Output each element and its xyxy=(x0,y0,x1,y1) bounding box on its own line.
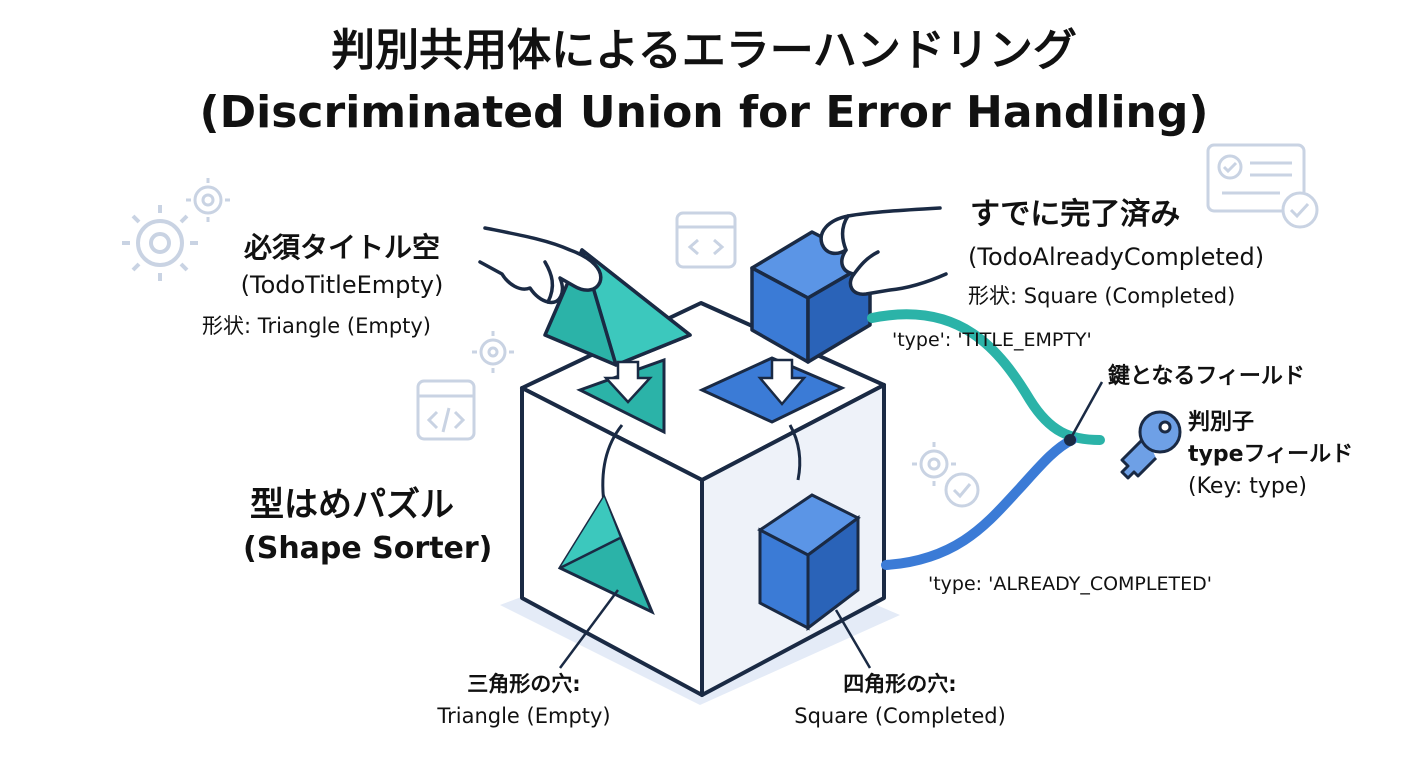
check-circle-icon xyxy=(944,472,980,508)
gear-icon xyxy=(472,331,514,373)
triangle-hole-label-en: Triangle (Empty) xyxy=(437,704,611,728)
code-window-icon xyxy=(675,211,737,269)
gear-icon xyxy=(122,205,198,281)
discriminator-jp: 判別子 xyxy=(1188,410,1255,435)
right-label-shape: 形状: Square (Completed) xyxy=(968,284,1236,308)
blue-connector xyxy=(881,435,1077,570)
sorter-label-jp: 型はめパズル xyxy=(250,485,454,525)
square-shape-face xyxy=(757,493,861,632)
right-label-jp: すでに完了済み xyxy=(970,197,1181,232)
title-line-2: (Discriminated Union for Error Handling) xyxy=(199,87,1209,138)
type-already-completed: 'type: 'ALREADY_COMPLETED' xyxy=(928,573,1212,595)
arrow-right xyxy=(757,358,807,406)
square-hole-label-jp: 四角形の穴: xyxy=(843,672,957,696)
hand-icon xyxy=(819,206,948,296)
discriminator-field: typeフィールド xyxy=(1188,442,1354,467)
discriminator-key: (Key: type) xyxy=(1188,474,1308,499)
checklist-icon xyxy=(1206,143,1319,229)
title-line-1: 判別共用体によるエラーハンドリング xyxy=(331,25,1077,76)
code-window-icon xyxy=(416,379,476,441)
key-icon xyxy=(1120,410,1182,480)
sorter-label-en: (Shape Sorter) xyxy=(243,531,493,566)
triangle-prism-piece xyxy=(543,248,692,367)
gear-icon xyxy=(912,442,956,486)
right-label-en: (TodoAlreadyCompleted) xyxy=(968,243,1265,271)
arrow-left xyxy=(603,360,653,404)
hand-icon xyxy=(478,226,603,305)
left-label-jp: 必須タイトル空 xyxy=(243,231,440,264)
key-field-label: 鍵となるフィールド xyxy=(1108,364,1305,389)
left-label-en: (TodoTitleEmpty) xyxy=(240,271,444,299)
triangle-shape-face xyxy=(557,493,655,616)
square-hole-label-en: Square (Completed) xyxy=(794,704,1006,728)
gear-icon xyxy=(186,178,230,222)
left-label-shape: 形状: Triangle (Empty) xyxy=(202,314,432,338)
type-title-empty: 'type': 'TITLE_EMPTY' xyxy=(892,329,1092,351)
connector-junction xyxy=(1064,434,1076,446)
triangle-hole-label-jp: 三角形の穴: xyxy=(467,672,581,696)
